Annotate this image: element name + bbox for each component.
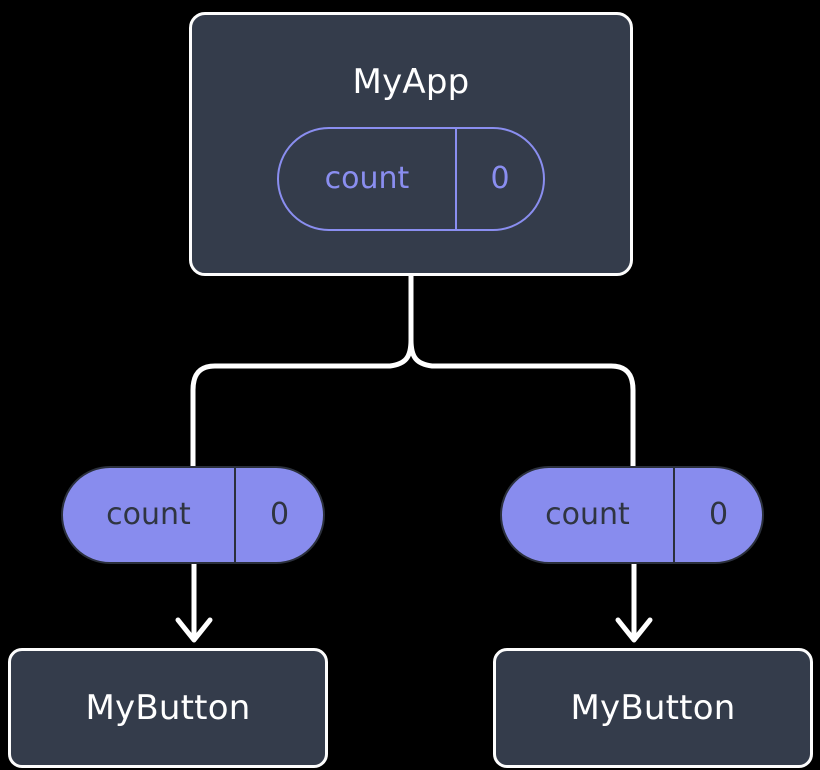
- branch-connector-path-right: [408, 273, 636, 469]
- widget-node-mybutton-right-label: MyButton: [570, 688, 736, 728]
- state-pill-child-left-key: count: [106, 497, 191, 532]
- widget-node-mybutton-left[interactable]: MyButton: [8, 648, 328, 768]
- branch-connector-path: [190, 273, 414, 469]
- state-to-widget-arrow-left-head: [175, 617, 213, 643]
- widget-node-myapp-label: MyApp: [352, 62, 470, 102]
- widget-node-mybutton-right[interactable]: MyButton: [493, 648, 813, 768]
- state-pill-myapp-value: 0: [455, 129, 543, 229]
- widget-node-mybutton-left-label: MyButton: [85, 688, 251, 728]
- widget-node-myapp[interactable]: MyApp: [189, 12, 633, 276]
- state-pill-myapp[interactable]: count 0: [277, 127, 545, 231]
- state-pill-child-right-key: count: [545, 497, 630, 532]
- state-pill-child-right-value: 0: [673, 468, 762, 562]
- state-to-widget-arrow-right-head: [615, 617, 653, 643]
- state-pill-child-left[interactable]: count 0: [61, 466, 325, 564]
- state-pill-child-right[interactable]: count 0: [500, 466, 764, 564]
- state-pill-myapp-key: count: [324, 161, 410, 196]
- state-pill-child-left-value: 0: [234, 468, 323, 562]
